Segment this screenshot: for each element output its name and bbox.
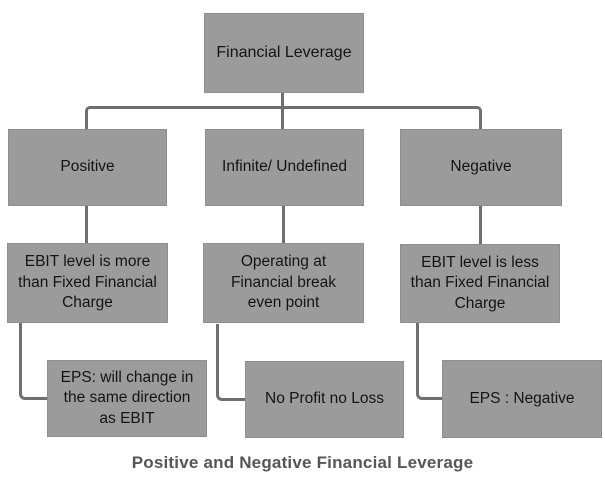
connector-root-trunk [281, 93, 284, 129]
connector-positive-down [85, 206, 88, 243]
node-financial-leverage: Financial Leverage [204, 13, 364, 93]
connector-elbow-positive [19, 323, 47, 400]
node-negative-label: Negative [450, 158, 512, 176]
node-infinite-undefined-label: Infinite/ Undefined [222, 158, 347, 176]
node-positive-label: Positive [60, 158, 115, 176]
node-eps-negative: EPS : Negative [442, 360, 602, 438]
connector-negative-down [479, 206, 482, 244]
node-eps-negative-label: EPS : Negative [469, 389, 575, 407]
connector-branch-left [85, 106, 284, 129]
node-operating-break-even: Operating at Financial break even point [203, 243, 364, 323]
node-no-profit-no-loss: No Profit no Loss [245, 361, 404, 438]
node-ebit-more-than-charge: EBIT level is more than Fixed Financial … [7, 243, 168, 323]
node-infinite-undefined: Infinite/ Undefined [205, 129, 364, 206]
node-operating-break-even-label: Operating at Financial break even point [230, 253, 337, 312]
node-ebit-more-than-charge-label: EBIT level is more than Fixed Financial … [18, 253, 157, 312]
diagram-caption: Positive and Negative Financial Leverage [131, 453, 474, 472]
node-financial-leverage-label: Financial Leverage [216, 44, 352, 62]
node-ebit-less-than-charge-label: EBIT level is less than Fixed Financial … [410, 253, 550, 312]
node-eps-same-direction: EPS: will change in the same direction a… [47, 360, 207, 437]
node-negative: Negative [400, 129, 562, 206]
connector-elbow-infinite [216, 324, 245, 401]
connector-infinite-down [282, 206, 285, 243]
connector-elbow-negative [416, 323, 442, 400]
node-no-profit-no-loss-label: No Profit no Loss [265, 390, 384, 408]
connector-branch-right [283, 106, 482, 129]
node-ebit-less-than-charge: EBIT level is less than Fixed Financial … [400, 244, 560, 323]
node-positive: Positive [8, 129, 167, 206]
node-eps-same-direction-label: EPS: will change in the same direction a… [60, 368, 194, 427]
